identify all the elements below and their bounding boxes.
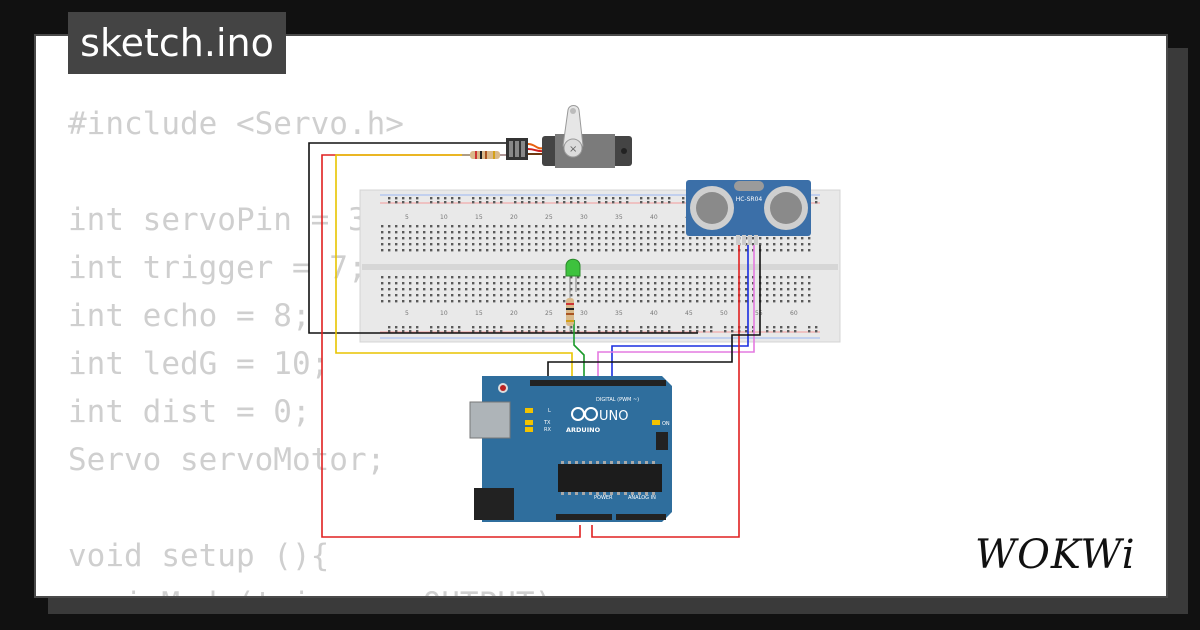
breadboard-column-number: 15 xyxy=(475,310,483,317)
breadboard-column-number: 50 xyxy=(720,310,728,317)
l-label: L xyxy=(548,408,551,414)
breadboard-column-number: 60 xyxy=(790,310,798,317)
code-line: int trigger = 7; xyxy=(68,250,367,286)
file-tab: sketch.ino xyxy=(68,12,286,74)
breadboard-column-number: 15 xyxy=(475,214,483,221)
board-model: UNO xyxy=(599,409,628,424)
breadboard-column-number: 10 xyxy=(440,310,448,317)
board-brand: ARDUINO xyxy=(566,426,601,434)
svg-text:×: × xyxy=(569,144,577,155)
arduino-uno: UNO ARDUINO DIGITAL (PWM ~) POWER ANALOG… xyxy=(469,376,672,522)
breadboard-column-number: 30 xyxy=(580,214,588,221)
wire-black-sensor-gnd xyxy=(547,245,761,383)
code-line: int dist = 0; xyxy=(68,394,311,430)
code-line: pinMode(trigger, OUTPUT); xyxy=(68,580,572,596)
tx-label: TX xyxy=(543,420,551,426)
code-line: Servo servoMotor; xyxy=(68,442,386,478)
servo-motor: × xyxy=(506,105,632,168)
breadboard-column-number: 25 xyxy=(545,214,553,221)
breadboard-column-number: 25 xyxy=(545,310,553,317)
wires xyxy=(308,142,761,538)
power-label: POWER xyxy=(594,495,613,501)
wire-green-led xyxy=(573,320,585,383)
led-green xyxy=(565,258,581,292)
breadboard-column-number: 5 xyxy=(405,214,409,221)
breadboard-column-number: 20 xyxy=(510,214,518,221)
hc-sr04-sensor: HC-SR04 xyxy=(686,180,811,245)
code-line: int echo = 8; xyxy=(68,298,311,334)
sensor-label: HC-SR04 xyxy=(736,196,763,203)
resistor-servo xyxy=(462,151,506,159)
breadboard-column-number: 40 xyxy=(650,310,658,317)
breadboard-column-number: 5 xyxy=(405,310,409,317)
breadboard-column-number: 35 xyxy=(615,214,623,221)
wire-red-sensor-vcc xyxy=(591,245,740,538)
breadboard-column-number: 35 xyxy=(615,310,623,317)
breadboard-column-number: 30 xyxy=(580,310,588,317)
digital-label: DIGITAL (PWM ~) xyxy=(596,397,639,403)
breadboard-column-number: 10 xyxy=(440,214,448,221)
on-label: ON xyxy=(662,421,670,427)
breadboard-column-number: 40 xyxy=(650,214,658,221)
breadboard-column-number: 55 xyxy=(755,310,763,317)
wire-pink-trigger xyxy=(597,245,755,383)
wire-yellow-servo-signal xyxy=(335,154,573,383)
code-line: #include <Servo.h> xyxy=(68,106,404,142)
wokwi-logo: WOKWi xyxy=(975,532,1136,578)
breadboard-column-number: 20 xyxy=(510,310,518,317)
rx-label: RX xyxy=(544,427,551,433)
code-line: int ledG = 10; xyxy=(68,346,330,382)
wokwi-logo-text: WOKWi xyxy=(975,532,1136,578)
code-line: void setup (){ xyxy=(68,538,330,574)
resistor-led xyxy=(566,292,574,332)
analog-label: ANALOG IN xyxy=(628,495,656,501)
wire-blue-echo xyxy=(611,245,749,383)
breadboard-column-number: 45 xyxy=(685,310,693,317)
wire-black-servo-gnd xyxy=(308,142,698,334)
